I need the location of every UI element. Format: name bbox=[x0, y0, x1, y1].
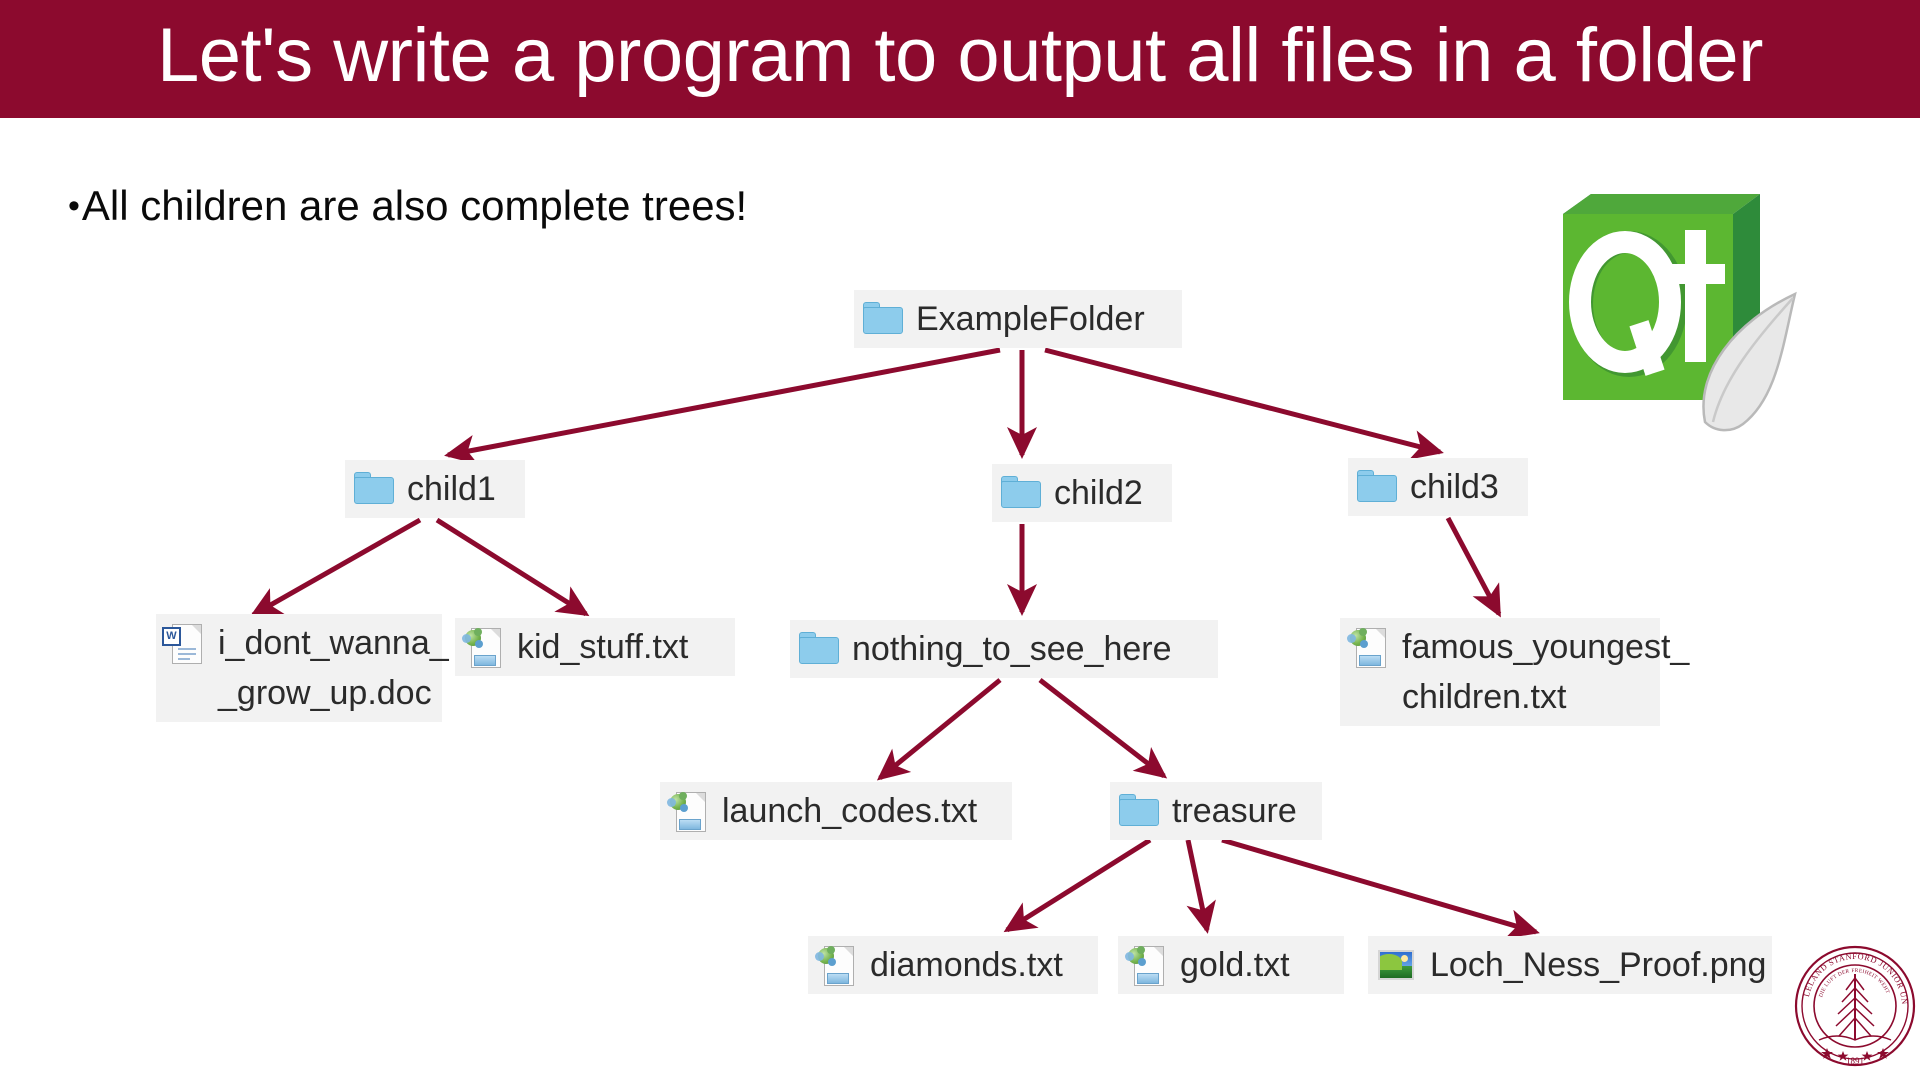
slide-title: Let's write a program to output all file… bbox=[157, 13, 1763, 98]
image-file-icon bbox=[1374, 942, 1420, 988]
tree-node-child2[interactable]: child2 bbox=[992, 464, 1172, 522]
text-file-icon bbox=[1124, 942, 1170, 988]
bullet-marker-icon: • bbox=[68, 187, 80, 225]
tree-node-label: ExampleFolder bbox=[916, 300, 1145, 338]
folder-icon bbox=[796, 626, 842, 672]
tree-node-famous[interactable]: famous_youngest_ children.txt bbox=[1340, 618, 1689, 726]
stanford-seal: LELAND STANFORD JUNIOR UNIVERSITY DIE LU… bbox=[1790, 937, 1917, 1068]
tree-node-kidstuff[interactable]: kid_stuff.txt bbox=[455, 618, 735, 676]
tree-node-label: child2 bbox=[1054, 474, 1143, 512]
text-file-icon bbox=[666, 788, 712, 834]
word-document-icon: W bbox=[162, 620, 208, 666]
tree-node-loch[interactable]: Loch_Ness_Proof.png bbox=[1368, 936, 1772, 994]
tree-node-launch[interactable]: launch_codes.txt bbox=[660, 782, 1012, 840]
tree-node-label: gold.txt bbox=[1180, 946, 1290, 984]
folder-icon bbox=[351, 466, 397, 512]
tree-node-label: famous_youngest_ children.txt bbox=[1402, 628, 1690, 716]
tree-node-label: child1 bbox=[407, 470, 496, 508]
tree-edge-treasure-to-loch bbox=[1221, 837, 1540, 939]
tree-node-treasure[interactable]: treasure bbox=[1110, 782, 1322, 840]
tree-node-child1[interactable]: child1 bbox=[345, 460, 525, 518]
tree-node-label: kid_stuff.txt bbox=[517, 628, 689, 666]
tree-node-label: diamonds.txt bbox=[870, 946, 1063, 984]
tree-node-gold[interactable]: gold.txt bbox=[1118, 936, 1344, 994]
text-file-icon bbox=[461, 624, 507, 670]
seal-year: 1891 bbox=[1846, 1056, 1864, 1066]
folder-icon bbox=[1116, 788, 1162, 834]
folder-icon bbox=[1354, 464, 1400, 510]
tree-node-label: i_dont_wanna_ _grow_up.doc bbox=[218, 624, 449, 712]
title-bar: Let's write a program to output all file… bbox=[0, 0, 1920, 118]
tree-node-root[interactable]: ExampleFolder bbox=[854, 290, 1182, 348]
bullet-item: •All children are also complete trees! bbox=[68, 182, 747, 230]
tree-node-label: Loch_Ness_Proof.png bbox=[1430, 946, 1767, 984]
seal-outer-text: LELAND STANFORD JUNIOR UNIVERSITY bbox=[1790, 937, 1909, 1005]
tree-node-label: child3 bbox=[1410, 468, 1499, 506]
tree-edge-treasure-to-diamonds bbox=[1003, 837, 1152, 933]
folder-icon bbox=[860, 296, 906, 342]
bullet-text: All children are also complete trees! bbox=[81, 182, 748, 229]
tree-node-label: launch_codes.txt bbox=[722, 792, 978, 830]
tree-edge-child3-to-famous bbox=[1445, 516, 1502, 618]
tree-node-label: nothing_to_see_here bbox=[852, 630, 1172, 668]
tree-edge-root-to-child1 bbox=[444, 347, 1001, 465]
tree-edge-nothing-to-launch bbox=[876, 678, 1002, 781]
tree-edge-root-to-child3 bbox=[1044, 347, 1444, 460]
qt-logo bbox=[1545, 172, 1825, 432]
text-file-icon bbox=[814, 942, 860, 988]
tree-node-diamonds[interactable]: diamonds.txt bbox=[808, 936, 1098, 994]
tree-node-child3[interactable]: child3 bbox=[1348, 458, 1528, 516]
tree-edge-treasure-to-gold bbox=[1185, 839, 1216, 934]
tree-node-nothing[interactable]: nothing_to_see_here bbox=[790, 620, 1218, 678]
tree-edge-child1-to-doc1 bbox=[249, 517, 422, 618]
tree-edge-child1-to-kidstuff bbox=[435, 517, 590, 617]
svg-text:LELAND STANFORD JUNIOR UNIVERS: LELAND STANFORD JUNIOR UNIVERSITY bbox=[1793, 944, 1909, 1005]
tree-edge-nothing-to-treasure bbox=[1038, 678, 1168, 779]
folder-icon bbox=[998, 470, 1044, 516]
tree-node-label: treasure bbox=[1172, 792, 1297, 830]
text-file-icon bbox=[1346, 624, 1392, 670]
